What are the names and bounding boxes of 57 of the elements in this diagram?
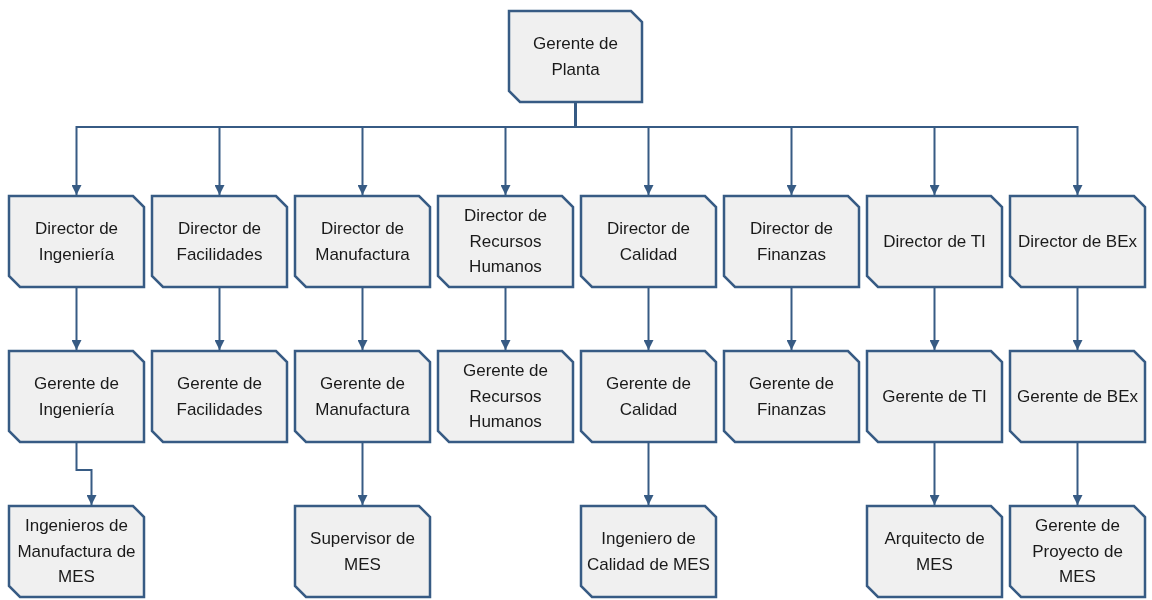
box-label: Director de Ingeniería — [33, 218, 120, 266]
connector-arrow — [1072, 287, 1083, 351]
box-label: Ingenieros de Manufactura de MES — [16, 515, 137, 589]
connector-arrow — [71, 287, 82, 351]
connector-arrow — [1072, 442, 1083, 506]
box-label: Gerente de Facilidades — [175, 373, 264, 421]
box-label: Gerente de Calidad — [604, 373, 693, 421]
box-label: Gerente de BEx — [1017, 385, 1138, 408]
connector-arrow — [357, 442, 368, 506]
org-box — [580, 505, 717, 598]
org-box — [437, 350, 574, 443]
org-box — [294, 505, 431, 598]
org-box — [8, 505, 145, 598]
org-box — [723, 195, 860, 288]
box-label: Gerente de Manufactura — [314, 373, 411, 421]
connector-arrow — [75, 442, 97, 506]
box-label: Director de Manufactura — [314, 218, 411, 266]
box-label: Director de Facilidades — [175, 218, 264, 266]
box-label: Director de Recursos Humanos — [462, 205, 549, 279]
org-box — [1009, 505, 1146, 598]
connector-arrow — [643, 442, 654, 506]
connector-arrow — [357, 287, 368, 351]
org-box — [866, 505, 1003, 598]
connector-arrow — [929, 287, 940, 351]
box-label: Ingeniero de Calidad de MES — [586, 528, 711, 576]
box-label: Gerente de Recursos Humanos — [461, 360, 550, 434]
box-label: Supervisor de MES — [309, 528, 416, 576]
org-box — [580, 195, 717, 288]
org-box — [294, 195, 431, 288]
org-box — [8, 195, 145, 288]
org-box — [580, 350, 717, 443]
org-box — [151, 195, 288, 288]
box-label: Director de BEx — [1017, 230, 1137, 253]
org-box — [1009, 195, 1146, 288]
box-label: Director de TI — [883, 230, 986, 253]
box-label: Gerente de TI — [882, 385, 987, 408]
org-box — [8, 350, 145, 443]
connector-arrow — [214, 287, 225, 351]
connector-arrow — [786, 287, 797, 351]
org-box — [723, 350, 860, 443]
box-label: Director de Calidad — [605, 218, 692, 266]
connector-arrow — [929, 442, 940, 506]
org-box — [437, 195, 574, 288]
box-label: Director de Finanzas — [748, 218, 835, 266]
org-box — [1009, 350, 1146, 443]
org-box — [866, 350, 1003, 443]
org-box — [294, 350, 431, 443]
org-box — [508, 10, 643, 103]
org-box — [866, 195, 1003, 288]
box-label: Gerente de Proyecto de MES — [1031, 515, 1124, 589]
box-label: Gerente de Ingeniería — [32, 373, 121, 421]
box-label: Gerente de Finanzas — [747, 373, 836, 421]
connector-arrow — [500, 287, 511, 351]
connector-arrow — [643, 287, 654, 351]
org-box — [151, 350, 288, 443]
box-label: Gerente de Planta — [531, 33, 620, 81]
box-label: Arquitecto de MES — [883, 528, 986, 576]
